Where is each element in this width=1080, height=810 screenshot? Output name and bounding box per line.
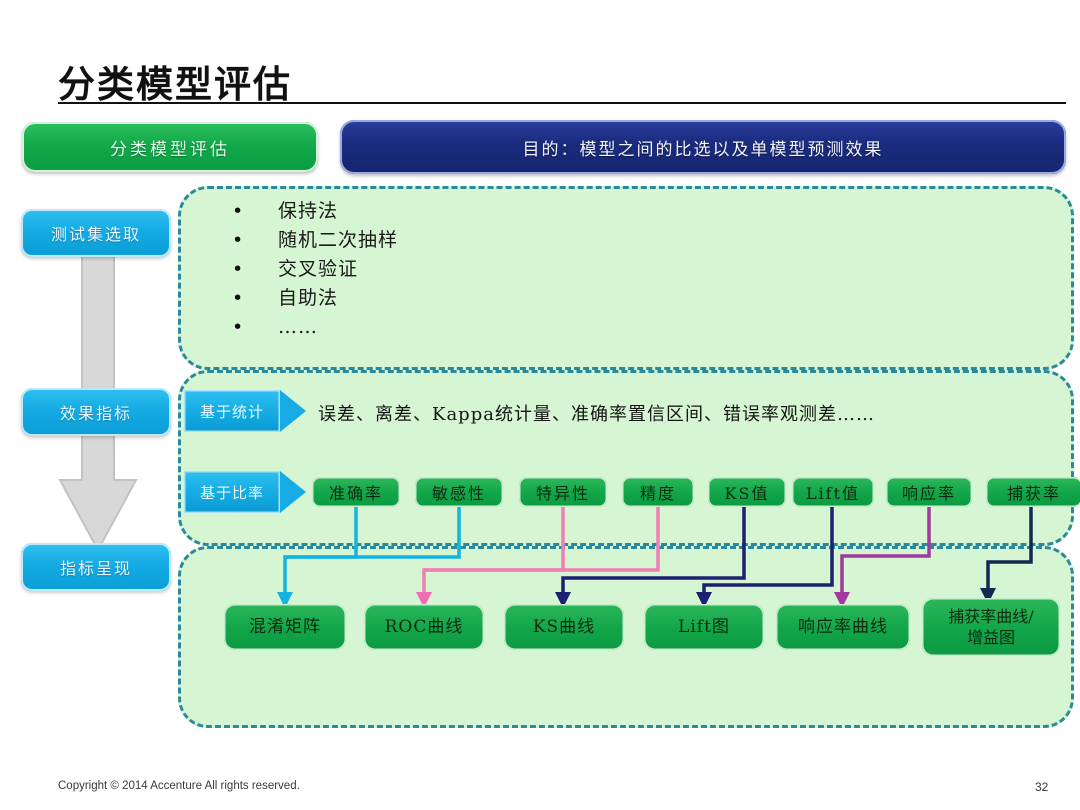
output-chip-confusion-matrix[interactable]: 混淆矩阵 — [224, 604, 346, 650]
output-chip-capture-rate-curve[interactable]: 捕获率曲线/增益图 — [922, 598, 1060, 656]
chevron-body: 基于比率 — [184, 471, 280, 513]
chevron-label: 基于统计 — [199, 402, 264, 421]
metric-chip-label: 特异性 — [535, 484, 590, 503]
metric-chip-ks-value[interactable]: KS值 — [708, 477, 786, 507]
output-chip-roc-curve[interactable]: ROC曲线 — [364, 604, 484, 650]
output-chip-response-rate-curve[interactable]: 响应率曲线 — [776, 604, 910, 650]
stage-chip-label: 指标呈现 — [59, 559, 132, 578]
footer-copyright: Copyright © 2014 Accenture All rights re… — [58, 780, 300, 792]
stage-chip-test-set[interactable]: 测试集选取 — [21, 209, 171, 257]
title-divider — [58, 102, 1066, 104]
list-item: 保持法 — [232, 197, 398, 226]
metric-chip-specificity[interactable]: 特异性 — [519, 477, 607, 507]
metric-chip-label: 捕获率 — [1006, 484, 1061, 503]
topic-badge-label: 分类模型评估 — [110, 139, 230, 160]
metric-chip-label: Lift值 — [805, 484, 861, 503]
metric-chip-label: 响应率 — [901, 484, 956, 503]
footer-page-number: 32 — [1035, 780, 1049, 794]
metric-chip-label: KS值 — [724, 484, 770, 503]
metric-chip-label: 敏感性 — [431, 484, 486, 503]
purpose-banner-label: 目的：模型之间的比选以及单模型预测效果 — [522, 139, 884, 160]
metric-chip-accuracy[interactable]: 准确率 — [312, 477, 400, 507]
output-chip-label: Lift图 — [678, 616, 730, 637]
panel-effect-metrics — [178, 370, 1074, 546]
list-item: 随机二次抽样 — [232, 226, 398, 255]
list-item: …… — [232, 313, 398, 342]
stage-chip-label: 效果指标 — [59, 404, 132, 423]
output-chip-label: 捕获率曲线/增益图 — [948, 607, 1034, 647]
chevron-label: 基于比率 — [199, 483, 264, 502]
metric-chip-lift-value[interactable]: Lift值 — [792, 477, 874, 507]
metric-chip-label: 精度 — [639, 484, 676, 503]
metric-chip-response-rate[interactable]: 响应率 — [886, 477, 972, 507]
output-chip-ks-curve[interactable]: KS曲线 — [504, 604, 624, 650]
output-chip-label: KS曲线 — [532, 616, 596, 637]
metric-chip-precision[interactable]: 精度 — [622, 477, 694, 507]
metric-chip-label: 准确率 — [328, 484, 383, 503]
output-chip-label: 响应率曲线 — [798, 616, 888, 637]
statistics-metric-description: 误差、离差、Kappa统计量、准确率置信区间、错误率观测差…… — [318, 404, 875, 425]
stage-chip-effect-metrics[interactable]: 效果指标 — [21, 388, 171, 436]
chevron-body: 基于统计 — [184, 390, 280, 432]
list-item: 自助法 — [232, 284, 398, 313]
stage-chip-label: 测试集选取 — [50, 225, 141, 244]
stage-chip-metric-presentation[interactable]: 指标呈现 — [21, 543, 171, 591]
page-title: 分类模型评估 — [58, 62, 292, 106]
metric-chip-sensitivity[interactable]: 敏感性 — [415, 477, 503, 507]
metric-chip-capture-rate[interactable]: 捕获率 — [986, 477, 1080, 507]
test-set-method-list: 保持法 随机二次抽样 交叉验证 自助法 …… — [232, 197, 398, 342]
chevron-right-tip-icon — [280, 471, 306, 513]
chevron-right-tip-icon — [280, 390, 306, 432]
topic-badge: 分类模型评估 — [22, 122, 318, 172]
purpose-banner: 目的：模型之间的比选以及单模型预测效果 — [340, 120, 1066, 174]
output-chip-lift-chart[interactable]: Lift图 — [644, 604, 764, 650]
output-chip-label: 混淆矩阵 — [249, 616, 321, 637]
output-chip-label: ROC曲线 — [384, 616, 464, 637]
list-item: 交叉验证 — [232, 255, 398, 284]
